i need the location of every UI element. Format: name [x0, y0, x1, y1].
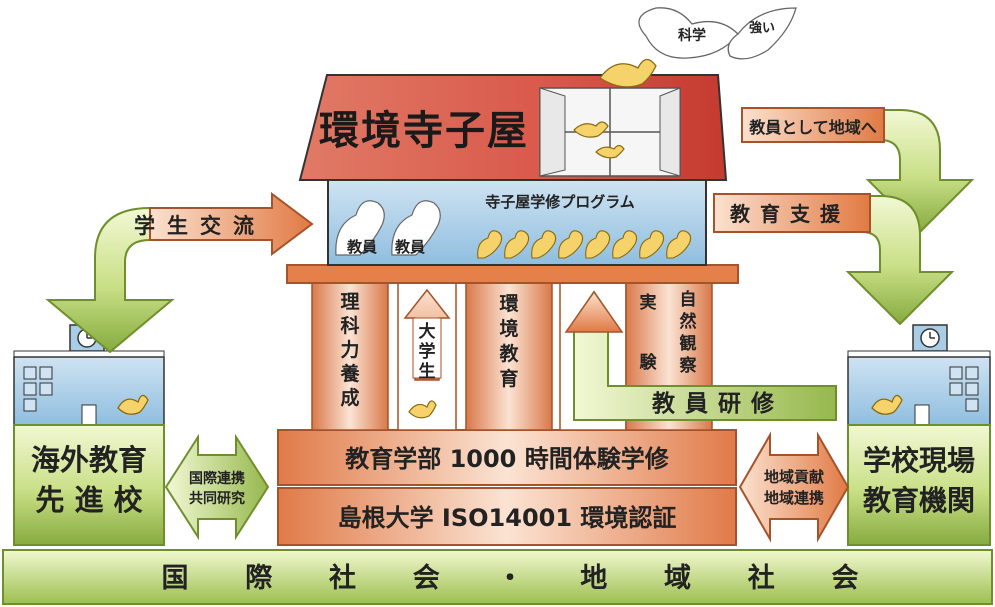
teacher-training-arrow: 教員研修 — [564, 290, 837, 421]
bird-icon — [595, 144, 625, 159]
foundation: 教育学部 1000 時間体験学修 島根大学 ISO14001 環境認証 — [277, 429, 737, 546]
chick-icon — [666, 230, 692, 259]
regional-collab-line-1: 地域貢献 — [764, 468, 824, 486]
chick-icon — [585, 230, 611, 259]
flying-birds: 科学 強い — [599, 7, 797, 88]
chick-icon — [558, 230, 584, 259]
foundation-row-2: 島根大学 ISO14001 環境認証 — [338, 504, 677, 532]
roof: 環境寺子屋 — [298, 74, 728, 181]
intl-collab-arrow: 国際連携 共同研究 — [164, 433, 270, 541]
regional-collab-line-2: 地域連携 — [764, 489, 824, 507]
chick-icon — [639, 230, 665, 259]
teacher-training-label: 教員研修 — [652, 390, 784, 417]
student-exchange-label: 学生交流 — [134, 214, 266, 238]
pillar-env-text: 環境教育 — [499, 293, 519, 390]
beam — [286, 264, 739, 284]
regional-collab-arrow: 地域貢献 地域連携 — [738, 431, 850, 543]
pillar-science — [311, 282, 389, 431]
chick-icon — [612, 230, 638, 259]
bird-icon — [117, 394, 149, 415]
left-school-line-1: 海外教育 — [31, 443, 147, 477]
bird-icon — [408, 400, 437, 419]
student-exchange-arrow: 学生交流 — [45, 192, 314, 354]
ground-char: 社 — [748, 562, 775, 594]
education-support-arrow: 教育支援 — [713, 193, 955, 326]
bird-icon — [573, 121, 609, 138]
banner-bird-right — [727, 7, 797, 60]
ground-char: 会 — [832, 563, 859, 594]
left-school-line-2: 先 進 校 — [35, 483, 142, 517]
banner-left-text: 科学 — [678, 27, 706, 44]
intl-collab-line-2: 共同研究 — [189, 490, 245, 507]
banner-bird-left — [638, 7, 739, 59]
bird-icon — [599, 58, 657, 88]
right-school-building: 学校現場 教育機関 — [847, 324, 991, 546]
right-school-line-1: 学校現場 — [863, 444, 975, 477]
chick-icon — [477, 230, 503, 259]
ground-char: ・ — [497, 563, 524, 594]
foundation-row-1: 教育学部 1000 時間体験学修 — [345, 445, 670, 473]
bird-teacher-icon — [335, 200, 385, 256]
ground-char: 際 — [245, 563, 272, 594]
chick-icon — [504, 230, 530, 259]
program-label: 寺子屋学修プログラム — [485, 193, 635, 211]
ground-char: 地 — [580, 563, 607, 594]
pillar-students-text: 大学生 — [419, 321, 436, 382]
pillar-science-text: 理科力養成 — [339, 291, 360, 409]
pillar-experiment-text: 実験 — [640, 292, 658, 373]
teacher-label-1: 教員 — [346, 238, 377, 256]
ground-char: 社 — [329, 562, 356, 594]
right-school-line-2: 教育機関 — [863, 484, 975, 517]
teachers-to-region-arrow: 教員として地域へ — [741, 107, 975, 234]
intl-collab-line-1: 国際連携 — [189, 470, 245, 487]
education-support-label: 教育支援 — [730, 202, 850, 226]
ground-char: 会 — [413, 563, 440, 594]
pillar-env-education — [465, 282, 553, 431]
ground-band: 国 際 社 会 ・ 地 域 社 会 — [2, 549, 993, 605]
roof-title: 環境寺子屋 — [319, 108, 529, 154]
bird-teacher-icon — [391, 200, 441, 256]
upper-wall: 寺子屋学修プログラム 教員 教員 — [327, 179, 707, 266]
bird-icon — [871, 394, 903, 415]
ground-char: 国 — [162, 563, 189, 594]
chick-icon — [531, 230, 557, 259]
ground-char: 域 — [664, 563, 691, 594]
teacher-label-2: 教員 — [394, 238, 425, 256]
chick-row — [477, 230, 692, 259]
left-school-building: 海外教育 先 進 校 — [13, 324, 165, 546]
pillar-nature-text: 自然観察 — [679, 289, 698, 376]
banner-right-text: 強い — [749, 20, 775, 36]
teachers-to-region-label: 教員として地域へ — [749, 118, 877, 137]
